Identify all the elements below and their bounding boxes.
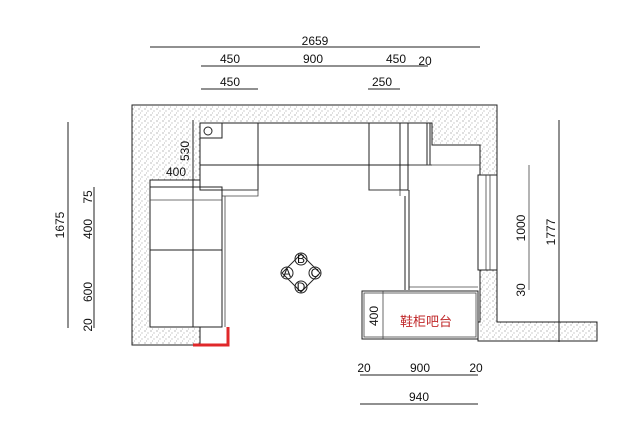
- dim-450-c: 450: [220, 75, 240, 89]
- walls: [131, 104, 598, 346]
- dim-450-b: 450: [386, 52, 406, 66]
- compass-d: D: [297, 280, 306, 294]
- dim-900-bottom: 900: [410, 361, 430, 375]
- bottom-dimensions: 20 900 20 940: [357, 361, 483, 405]
- dim-1675: 1675: [53, 211, 67, 238]
- dim-1777: 1777: [544, 218, 558, 245]
- shoe-cabinet-label: 鞋柜吧台: [400, 314, 452, 330]
- dim-20-br: 20: [469, 361, 483, 375]
- shoe-cabinet: 鞋柜吧台 400: [361, 290, 479, 340]
- dim-940: 940: [409, 390, 429, 404]
- dim-75: 75: [81, 190, 95, 204]
- dim-450-a: 450: [220, 52, 240, 66]
- compass-c: C: [311, 266, 320, 280]
- right-dimensions: 1000 30 1777: [514, 120, 560, 342]
- dim-530: 530: [178, 141, 192, 161]
- dim-20-bl: 20: [357, 361, 371, 375]
- dim-400-left: 400: [81, 219, 95, 239]
- window: [477, 174, 498, 271]
- sink-icon: [203, 126, 213, 136]
- compass-b: B: [297, 252, 305, 266]
- left-dimensions: 1675 75 400 600 20 530 400: [53, 120, 200, 332]
- dim-600: 600: [81, 282, 95, 302]
- compass-a: A: [283, 266, 291, 280]
- dim-900: 900: [303, 52, 323, 66]
- dim-30: 30: [514, 283, 528, 297]
- door-marker: [193, 327, 230, 347]
- right-partition: [404, 164, 480, 290]
- dim-20-left: 20: [81, 318, 95, 332]
- dim-250: 250: [372, 75, 392, 89]
- left-bench: [149, 186, 226, 328]
- view-compass: A B C D: [280, 252, 322, 294]
- top-cabinets: [199, 122, 432, 197]
- dim-2659: 2659: [302, 34, 329, 48]
- dim-20-top: 20: [418, 54, 432, 68]
- dim-400-inner: 400: [166, 165, 186, 179]
- dim-1000: 1000: [514, 214, 528, 241]
- top-dimensions: 2659 450 900 450 20 450 250: [150, 34, 480, 90]
- dim-shoe-depth: 400: [367, 306, 381, 326]
